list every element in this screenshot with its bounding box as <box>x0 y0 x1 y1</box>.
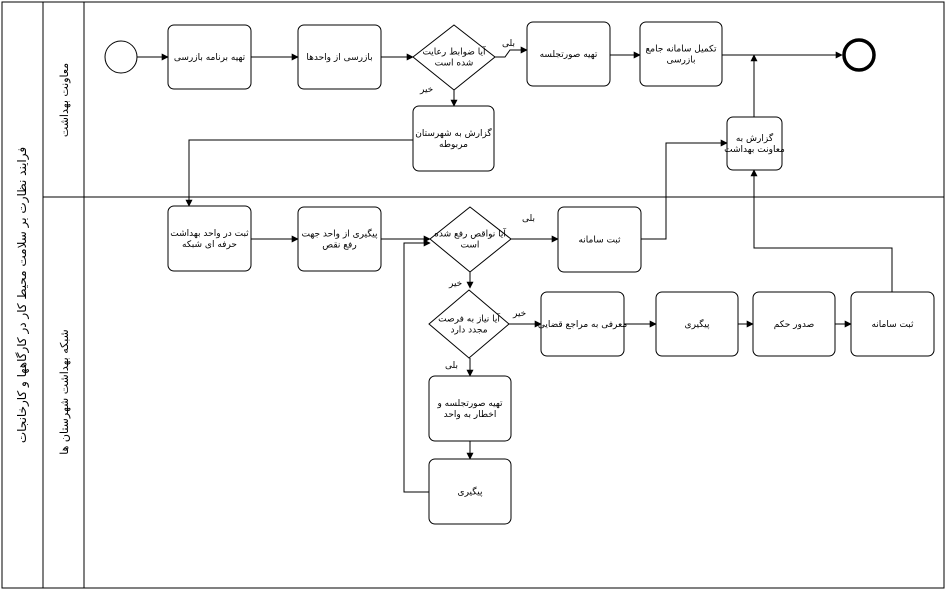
condition-label-no: خیر <box>419 85 433 95</box>
label-line: ثبت سامانه <box>578 236 621 246</box>
task-label: ثبت سامانه <box>871 320 914 330</box>
label-line: پیگیری <box>458 486 483 498</box>
pool-title: فرایند نظارت بر سلامت محیط کار در کارگاه… <box>15 147 30 443</box>
label-line: شده است <box>435 59 474 69</box>
label-line: رفع نقص <box>322 241 356 251</box>
task-label: معرفی به مراجع قضایی <box>538 320 628 330</box>
task-boxes: تهیه برنامه بازرسی بازرسی از واحدها تهیه… <box>167 21 935 525</box>
task-label: تهیه برنامه بازرسی <box>174 53 246 63</box>
flow-t13-to-t6 <box>750 169 893 292</box>
label-line: گزارش به شهرستان <box>415 127 492 139</box>
label-line: آیا نیاز به فرصت <box>438 313 500 325</box>
task-register-system-1[interactable]: ثبت سامانه <box>557 206 642 273</box>
task-followup-2[interactable]: پیگیری <box>428 458 512 525</box>
task-label: پیگیری <box>458 486 483 498</box>
label-line: بازرسی از واحدها <box>306 53 372 63</box>
condition-labels: بلی خیر بلی خیر خیر بلی <box>419 39 535 371</box>
label-line: پیگیری از واحد جهت <box>301 228 378 240</box>
lane-title-health-deputy: معاونت بهداشت <box>58 63 71 137</box>
label-line: معرفی به مراجع قضایی <box>538 320 628 330</box>
condition-label-yes: بلی <box>522 214 535 224</box>
condition-label-no: خیر <box>512 309 526 319</box>
label-line: حرفه ای شبکه <box>182 240 237 250</box>
task-prepare-minutes[interactable]: تهیه صورتجلسه <box>526 21 611 87</box>
lane-title-city-networks: شبکه بهداشت شهرستان ها <box>58 329 71 454</box>
label-line: گزارش به <box>736 132 774 144</box>
sequence-flows <box>137 46 893 493</box>
task-refer-to-judiciary[interactable]: معرفی به مراجع قضایی <box>538 291 628 357</box>
task-label: بازرسی از واحدها <box>306 53 372 63</box>
label-line: تهیه صورتجلسه و <box>436 399 503 409</box>
start-event[interactable] <box>104 40 138 74</box>
condition-label-yes: بلی <box>445 361 458 371</box>
condition-label-yes: بلی <box>502 39 515 49</box>
task-register-system-2[interactable]: ثبت سامانه <box>850 291 935 357</box>
task-label: تهیه صورتجلسه <box>540 50 598 60</box>
flow-t5-to-t7 <box>185 139 413 207</box>
task-inspect-units[interactable]: بازرسی از واحدها <box>297 24 382 90</box>
label-line: آیا نواقص رفع شده <box>434 228 506 240</box>
label-line: صدور حکم <box>774 320 814 330</box>
task-label: ثبت سامانه <box>578 236 621 246</box>
task-issue-verdict[interactable]: صدور حکم <box>752 291 836 357</box>
label-line: بازرسی <box>667 56 696 66</box>
task-label: پیگیری <box>685 318 710 330</box>
label-line: تکمیل سامانه جامع <box>645 45 717 55</box>
flow-g1-to-t3 <box>495 46 528 58</box>
label-line: آیا ضوابط رعایت <box>422 46 486 58</box>
label-line: مجدد دارد <box>450 326 487 336</box>
condition-label-no: خیر <box>448 279 462 289</box>
task-prepare-inspection-plan[interactable]: تهیه برنامه بازرسی <box>167 24 252 90</box>
label-line: معاونت بهداشت <box>724 145 785 155</box>
task-followup-1[interactable]: پیگیری <box>655 291 739 357</box>
label-line: اخطار به واحد <box>444 410 497 420</box>
label-line: ثبت در واحد بهداشت <box>170 229 249 239</box>
flow-t15-to-g2 <box>403 239 431 493</box>
label-line: تهیه برنامه بازرسی <box>174 53 246 63</box>
label-line: پیگیری <box>685 318 710 330</box>
end-event[interactable] <box>842 38 876 72</box>
label-line: است <box>461 241 480 251</box>
flow-t9-to-t6 <box>641 139 728 240</box>
events <box>104 38 876 74</box>
label-line: تهیه صورتجلسه <box>540 50 598 60</box>
label-line: ثبت سامانه <box>871 320 914 330</box>
task-label: صدور حکم <box>774 320 814 330</box>
label-line: مربوطه <box>439 140 468 150</box>
